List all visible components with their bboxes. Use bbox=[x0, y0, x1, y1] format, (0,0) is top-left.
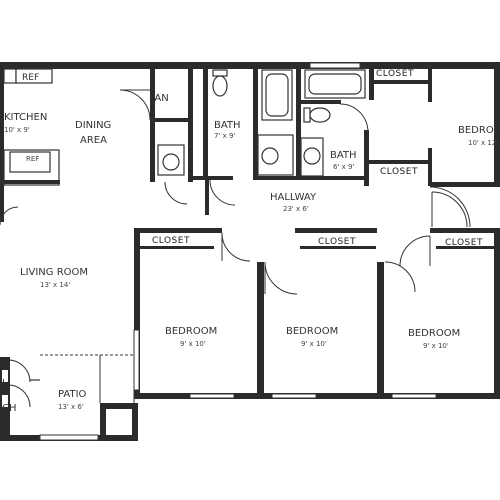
hallway-label: HALLWAY bbox=[270, 192, 317, 203]
window-patio bbox=[39, 434, 99, 441]
bath2-west-wall bbox=[296, 62, 301, 180]
bath2-sink bbox=[303, 147, 321, 165]
bedroom3-dim: 9' x 10' bbox=[423, 342, 449, 350]
utility-door bbox=[164, 181, 188, 205]
bath1-west-wall bbox=[203, 62, 208, 180]
window-bed2 bbox=[271, 393, 317, 399]
bath2-tub bbox=[304, 69, 366, 99]
hall-east-door bbox=[429, 186, 471, 228]
patio-label: PATIO bbox=[58, 389, 87, 400]
bath2-dim: 6' x 9' bbox=[333, 163, 354, 171]
hall-door bbox=[221, 232, 251, 262]
bath2-toilet-bowl bbox=[309, 107, 331, 123]
bath1-bottom-wall bbox=[188, 176, 233, 180]
bath1-east-wall bbox=[253, 62, 258, 180]
pantry-east-wall bbox=[188, 62, 193, 182]
patio-dim: 13' x 6' bbox=[58, 403, 84, 411]
hall-south-wall-a bbox=[134, 228, 222, 233]
bed3-door bbox=[399, 235, 431, 267]
bed2-bed3-wall bbox=[377, 262, 384, 399]
living-label: LIVING ROOM bbox=[20, 267, 88, 278]
water-heater bbox=[162, 153, 180, 171]
laundry-label: L bbox=[2, 378, 8, 389]
bath2-label: BATH bbox=[330, 150, 357, 161]
master-west-wall bbox=[364, 140, 369, 186]
porch-door bbox=[7, 384, 31, 408]
kitchen-counter-inner bbox=[9, 151, 51, 173]
utility-closet bbox=[157, 144, 185, 176]
bath1-tub bbox=[261, 69, 293, 121]
pantry-bottom-wall bbox=[150, 118, 192, 122]
bath1-toilet-tank bbox=[212, 69, 228, 77]
window-top-bath2 bbox=[309, 62, 361, 69]
bath1-toilet-bowl bbox=[212, 75, 228, 97]
kitchen-label: KITCHEN bbox=[4, 112, 47, 123]
outer-wall-bottom bbox=[135, 393, 500, 399]
window-bed1 bbox=[189, 393, 235, 399]
window-patio-side bbox=[133, 329, 140, 391]
bed1-bed2-wall bbox=[257, 262, 264, 399]
bath2-toilet-tank bbox=[303, 107, 311, 123]
bedroom-left-wall bbox=[134, 230, 140, 399]
bedroom1-dim: 9' x 10' bbox=[180, 340, 206, 348]
refrigerator bbox=[15, 68, 53, 84]
closet2-bottom bbox=[300, 246, 376, 249]
pantry-door bbox=[119, 89, 151, 121]
closet3-bottom bbox=[436, 246, 494, 249]
master-bedroom-dim: 10' x 12' bbox=[468, 139, 498, 147]
bed1-door bbox=[264, 261, 298, 295]
bedroom1-label: BEDROOM bbox=[165, 326, 217, 337]
outer-wall-top bbox=[0, 62, 500, 69]
bedroom2-label: BEDROOM bbox=[286, 326, 338, 337]
bed2-door bbox=[384, 261, 416, 293]
bedroom3-label: BEDROOM bbox=[408, 328, 460, 339]
dining-label-2: AREA bbox=[80, 135, 107, 146]
hallway-dim: 23' x 6' bbox=[283, 205, 309, 213]
closet-master-top-label: CLOSET bbox=[376, 69, 414, 79]
master-bottom-wall bbox=[430, 182, 500, 187]
porch-label: CH bbox=[2, 403, 17, 414]
outer-wall-right bbox=[494, 62, 500, 187]
bath2-bottom-wall bbox=[258, 176, 368, 180]
bath1-sink bbox=[261, 147, 279, 165]
closet1-bottom bbox=[140, 246, 214, 249]
hall-south-wall-c bbox=[430, 228, 500, 233]
closet-bed3-label: CLOSET bbox=[445, 238, 483, 248]
outer-wall-right-lower bbox=[494, 230, 500, 399]
master-closet2-east bbox=[428, 148, 432, 186]
dining-label-1: DINING bbox=[75, 120, 111, 131]
laundry-door bbox=[7, 359, 31, 383]
master-bedroom-label: BEDROOM bbox=[458, 125, 500, 136]
entry-door bbox=[0, 206, 19, 226]
bath1-door bbox=[209, 179, 236, 206]
bath2-top-wall bbox=[301, 100, 341, 104]
kitchen-range bbox=[3, 68, 17, 84]
kitchen-counter-edge bbox=[4, 180, 60, 184]
kitchen-ref-label: REF bbox=[26, 155, 39, 163]
closet-master-bottom-label: CLOSET bbox=[380, 167, 418, 177]
kitchen-dim: 10' x 9' bbox=[4, 126, 30, 134]
bath2-door bbox=[339, 103, 369, 133]
bath1-label: BATH bbox=[214, 120, 241, 131]
hall-west-wall bbox=[205, 180, 209, 215]
master-closet-east bbox=[428, 62, 432, 102]
master-closet-bottom bbox=[369, 80, 429, 84]
master-closet2-top bbox=[369, 160, 429, 164]
closet-bed2-label: CLOSET bbox=[318, 237, 356, 247]
refrigerator-label: REF bbox=[22, 73, 39, 83]
master-door bbox=[431, 191, 468, 228]
bedroom2-dim: 9' x 10' bbox=[301, 340, 327, 348]
closet-bed1-label: CLOSET bbox=[152, 236, 190, 246]
hall-south-wall-b bbox=[295, 228, 377, 233]
pantry-label: PAN bbox=[149, 93, 169, 104]
bath1-dim: 7' x 9' bbox=[214, 132, 235, 140]
window-bed3 bbox=[391, 393, 437, 399]
kitchen-west-wall bbox=[0, 62, 4, 222]
living-dim: 13' x 14' bbox=[40, 281, 70, 289]
